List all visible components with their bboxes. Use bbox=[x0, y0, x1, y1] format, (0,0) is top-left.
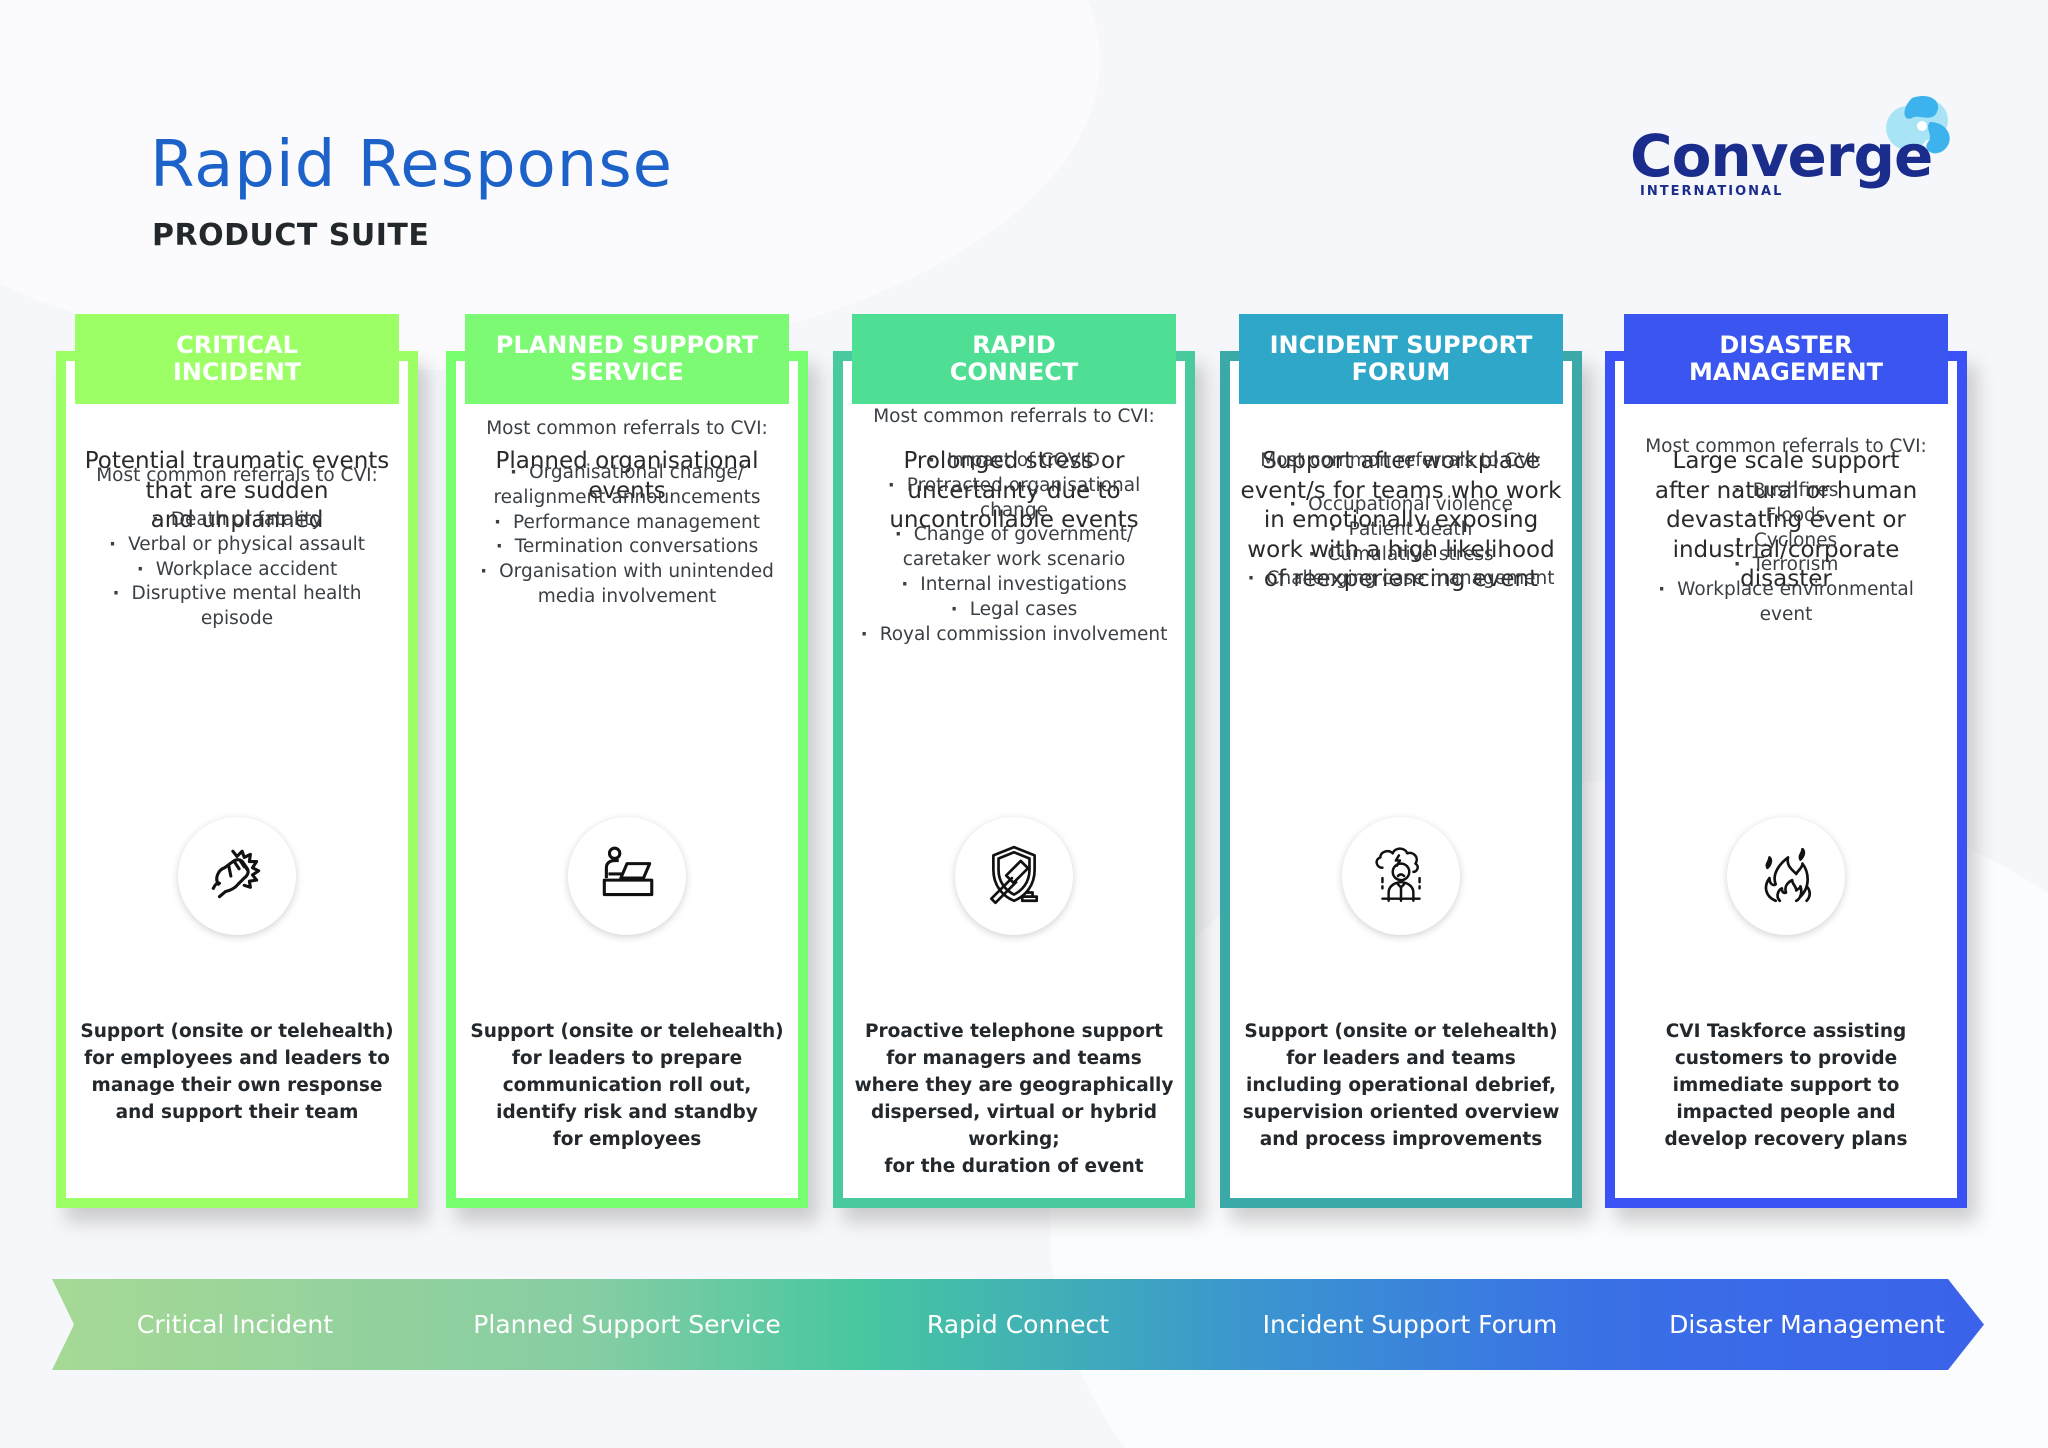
progression-label: Disaster Management bbox=[1669, 1310, 1945, 1339]
referrals-heading: Most common referrals to CVI: bbox=[486, 418, 768, 439]
referral-item: Organisational change/ realignment annou… bbox=[456, 461, 798, 511]
fist-impact-icon bbox=[178, 817, 296, 935]
referral-item: Workplace accident bbox=[66, 558, 408, 583]
referral-item: Challenging case management bbox=[1230, 567, 1572, 592]
referral-item: Occupational violence bbox=[1230, 493, 1572, 518]
referral-item: Performance management bbox=[456, 511, 798, 536]
referral-item: Cyclones bbox=[1615, 529, 1957, 554]
referrals-list: Occupational violencePatient deathCumula… bbox=[1230, 493, 1572, 592]
shield-gavel-icon bbox=[955, 817, 1073, 935]
card-title: INCIDENT SUPPORT FORUM bbox=[1239, 314, 1563, 404]
referral-item: Disruptive mental health episode bbox=[66, 582, 408, 632]
referrals-list: Organisational change/ realignment annou… bbox=[456, 461, 798, 610]
card-title: CRITICAL INCIDENT bbox=[75, 314, 399, 404]
progression-label: Rapid Connect bbox=[926, 1310, 1110, 1339]
referral-item: Death or fatality bbox=[66, 508, 408, 533]
referral-item: Impact of COVID bbox=[843, 449, 1185, 474]
progression-label: Planned Support Service bbox=[473, 1310, 781, 1339]
referral-item: Organisation with unintended media invol… bbox=[456, 560, 798, 610]
progression-label: Incident Support Forum bbox=[1262, 1310, 1558, 1339]
fire-icon bbox=[1727, 817, 1845, 935]
card-support-text: Support (onsite or telehealth) for emplo… bbox=[80, 1021, 394, 1123]
referral-item: Legal cases bbox=[843, 598, 1185, 623]
referral-item: Cumulative stress bbox=[1230, 543, 1572, 568]
referrals-list: Death or fatalityVerbal or physical assa… bbox=[66, 508, 408, 632]
referrals-list: Impact of COVIDProtracted organisational… bbox=[843, 449, 1185, 647]
stressed-person-cloud-icon bbox=[1342, 817, 1460, 935]
referral-item: Terrorism bbox=[1615, 553, 1957, 578]
referral-item: Internal investigations bbox=[843, 573, 1185, 598]
logo-wordmark: Converge bbox=[1630, 122, 1933, 190]
referral-item: Bushfires bbox=[1615, 479, 1957, 504]
progression-arrow: Critical Incident Planned Support Service… bbox=[52, 1279, 1984, 1370]
card-referrals: Most common referrals to CVI: Death or fa… bbox=[66, 465, 408, 632]
card-support-text: Support (onsite or telehealth) for leade… bbox=[1242, 1021, 1560, 1150]
progression-arrow-shape bbox=[52, 1279, 1984, 1370]
referrals-heading: Most common referrals to CVI: bbox=[96, 465, 378, 486]
card-referrals: Most common referrals to CVI: Organisatio… bbox=[456, 418, 798, 610]
card-referrals: Most common referrals to CVI: Occupationa… bbox=[1230, 450, 1572, 592]
referral-item: Floods bbox=[1615, 504, 1957, 529]
referrals-list: BushfiresFloodsCyclonesTerrorismWorkplac… bbox=[1615, 479, 1957, 628]
card-support-text: CVI Taskforce assisting customers to pro… bbox=[1664, 1021, 1908, 1150]
page-title: Rapid Response bbox=[150, 128, 674, 202]
referral-item: Workplace environmental event bbox=[1615, 578, 1957, 628]
logo-tagline: INTERNATIONAL bbox=[1640, 184, 1784, 199]
converge-logo: Converge INTERNATIONAL bbox=[1620, 92, 1960, 212]
referral-item: Change of government/ caretaker work sce… bbox=[843, 523, 1185, 573]
referral-item: Termination conversations bbox=[456, 535, 798, 560]
card-title: RAPID CONNECT bbox=[852, 314, 1176, 404]
progression-label: Critical Incident bbox=[136, 1310, 334, 1339]
referrals-heading: Most common referrals to CVI: bbox=[1645, 436, 1927, 457]
logo-mark-icon bbox=[1886, 95, 1950, 154]
card-title: DISASTER MANAGEMENT bbox=[1624, 314, 1948, 404]
card-support-text: Support (onsite or telehealth) for leade… bbox=[470, 1021, 784, 1150]
referral-item: Royal commission involvement bbox=[843, 623, 1185, 648]
card-referrals: Most common referrals to CVI: BushfiresFl… bbox=[1615, 436, 1957, 628]
referral-item: Patient death bbox=[1230, 518, 1572, 543]
card-title: PLANNED SUPPORT SERVICE bbox=[465, 314, 789, 404]
referrals-heading: Most common referrals to CVI: bbox=[1260, 450, 1542, 471]
card-referrals: Most common referrals to CVI: Impact of C… bbox=[843, 406, 1185, 647]
referral-item: Protracted organisational change bbox=[843, 474, 1185, 524]
person-laptop-desk-icon bbox=[568, 817, 686, 935]
referral-item: Verbal or physical assault bbox=[66, 533, 408, 558]
page-subtitle: PRODUCT SUITE bbox=[152, 218, 430, 253]
card-support-text: Proactive telephone support for managers… bbox=[854, 1021, 1174, 1177]
referrals-heading: Most common referrals to CVI: bbox=[873, 406, 1155, 427]
